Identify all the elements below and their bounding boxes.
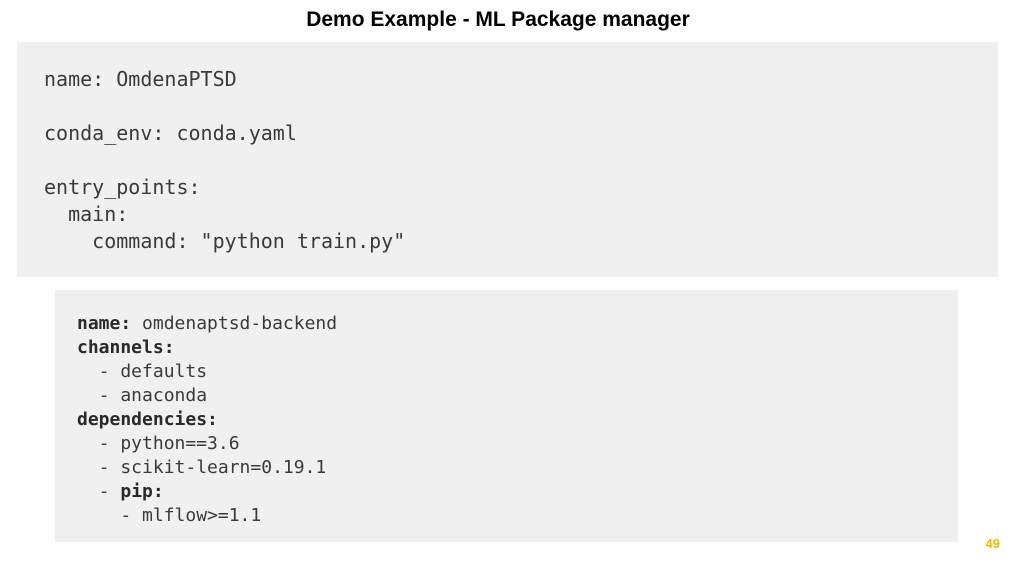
code-line: dependencies:	[77, 408, 958, 432]
code-line: entry_points:	[44, 175, 201, 199]
yaml-key: channels:	[77, 337, 175, 358]
yaml-key: name:	[77, 313, 132, 334]
code-line-blank	[44, 147, 998, 174]
yaml-key: dependencies:	[77, 409, 218, 430]
code-line: conda_env: conda.yaml	[44, 121, 297, 145]
page-number: 49	[985, 536, 1000, 551]
yaml-key: pip:	[120, 481, 164, 502]
mlproject-code-block: name: OmdenaPTSD conda_env: conda.yaml e…	[17, 42, 998, 277]
slide-title: Demo Example - ML Package manager	[306, 8, 690, 31]
code-line-blank	[44, 93, 998, 120]
code-line: main:	[44, 202, 129, 226]
code-line: - defaults	[77, 361, 208, 382]
code-line: command: "python train.py"	[44, 229, 406, 253]
conda-yaml-code-block: name: omdenaptsd-backend channels: - def…	[55, 290, 958, 542]
code-line: - pip:	[77, 480, 958, 504]
code-line: name: omdenaptsd-backend	[77, 312, 958, 336]
yaml-list-prefix: -	[77, 481, 121, 502]
code-line: name: OmdenaPTSD	[44, 67, 237, 91]
yaml-value: omdenaptsd-backend	[131, 313, 338, 334]
code-line: - mlflow>=1.1	[77, 505, 262, 526]
code-line: - scikit-learn=0.19.1	[77, 457, 327, 478]
code-line: channels:	[77, 336, 958, 360]
code-line: - python==3.6	[77, 433, 240, 454]
code-line: - anaconda	[77, 385, 208, 406]
